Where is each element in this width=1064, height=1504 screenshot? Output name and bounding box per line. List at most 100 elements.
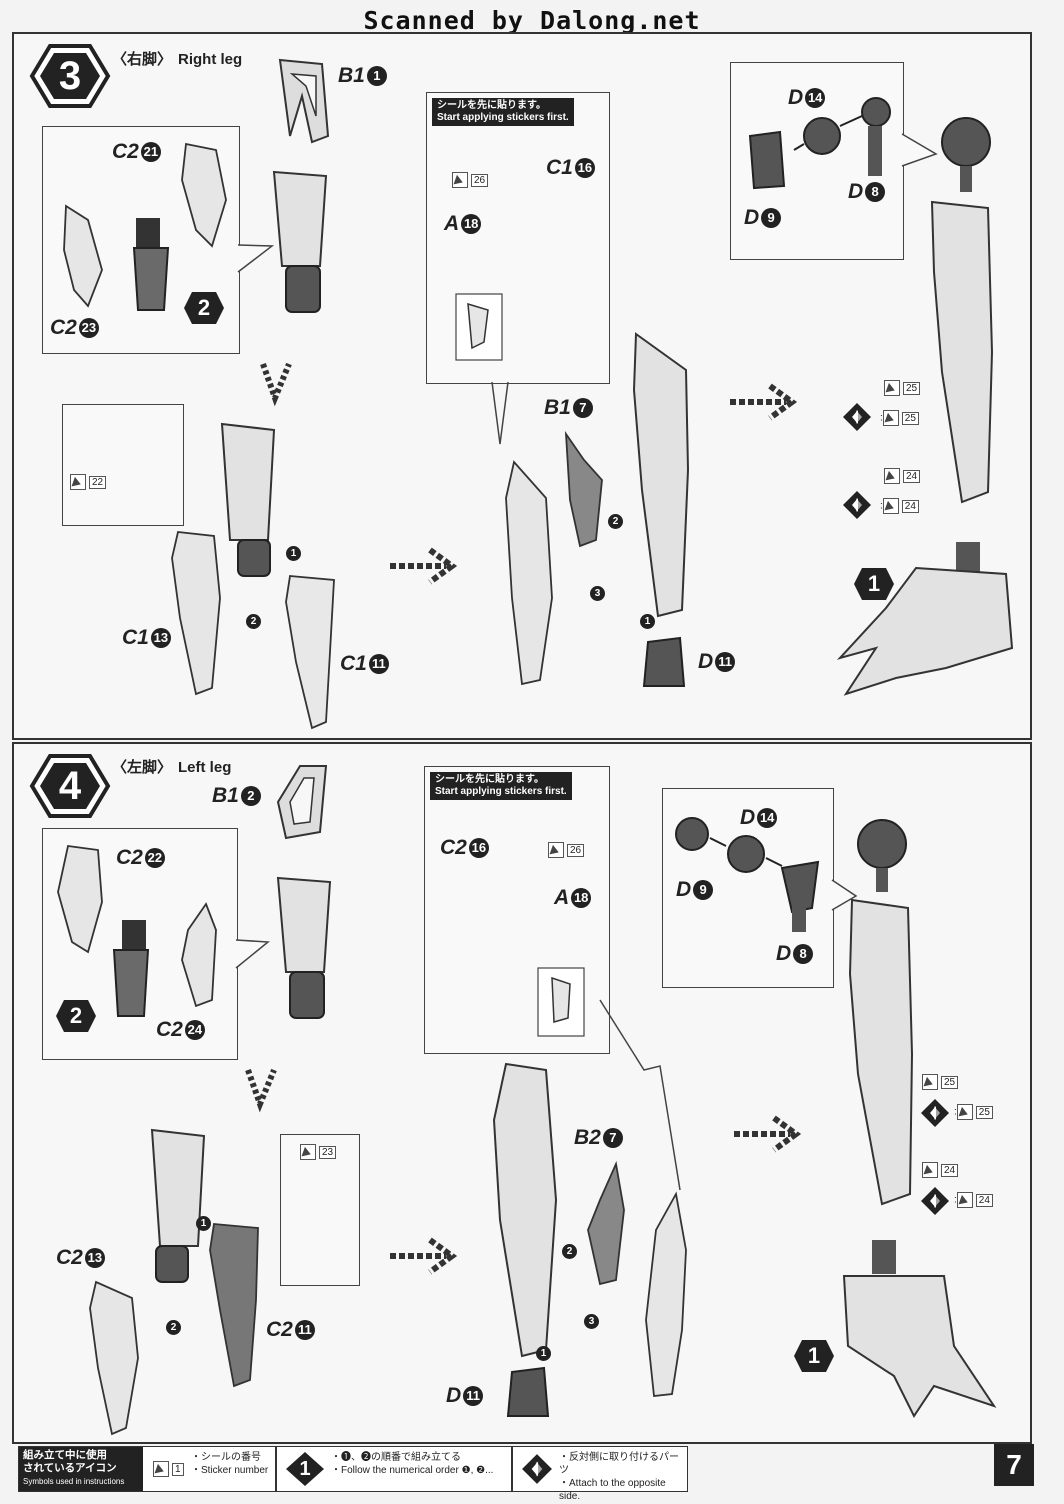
step-3-title-jp: 〈右脚〉 xyxy=(112,51,173,68)
part-shape-d-parts-l xyxy=(675,817,820,932)
part-shape-assembled-leg-l xyxy=(848,819,914,1206)
step-3-sticker-callout xyxy=(491,381,509,445)
step-3-opposite-icon-1 xyxy=(843,403,871,431)
sticker-note-jp: シールを先に貼ります。 xyxy=(435,774,544,785)
part-shape-outer-shin-l xyxy=(645,1191,687,1397)
step-3-sticker-26: 26 xyxy=(452,172,489,188)
step-3-sticker-22: 22 xyxy=(70,474,107,490)
legend-title-en: Symbols used in instructions xyxy=(23,1477,125,1486)
step-4-callout-2 xyxy=(831,879,858,911)
step-4-sticker-24b: :24 xyxy=(954,1192,993,1208)
part-shape-assembled-leg-r xyxy=(930,117,994,504)
part-shape-b1-1 xyxy=(278,58,330,144)
legend-order-icon xyxy=(286,1452,324,1486)
sticker-note-jp: シールを先に貼ります。 xyxy=(437,100,546,111)
part-shape-outer-shin-r xyxy=(505,460,553,686)
step-3-sticker-inset-22 xyxy=(62,404,184,526)
step-4-callout-1 xyxy=(235,939,270,969)
step-3-order-2a: 2 xyxy=(246,614,261,629)
sticker-note-en: Start applying stickers first. xyxy=(437,112,569,123)
step-3-sticker-24a: 24 xyxy=(884,468,921,484)
legend-opposite: ・反対側に取り付けるパーツ ・Attach to the opposite si… xyxy=(559,1452,679,1502)
step-3-order-3a: 3 xyxy=(590,586,605,601)
legend-order-example: 1 xyxy=(299,1458,311,1480)
step-4-ref-badge-2 xyxy=(56,1000,96,1032)
step-3-hex-badge xyxy=(29,44,111,108)
legend-sticker-example: 1 xyxy=(153,1461,184,1477)
part-shape-c1-13 xyxy=(171,531,221,696)
step-4-sticker-26: 26 xyxy=(548,842,585,858)
part-shape-frame-r xyxy=(132,218,170,311)
step-4-order-2a: 2 xyxy=(166,1320,181,1335)
part-shape-d11-l xyxy=(506,1366,550,1417)
step-3-flow-arrow-right-1 xyxy=(390,547,458,585)
step-3-number: 3 xyxy=(58,54,82,98)
step-3-ref-badge-2 xyxy=(184,292,224,324)
part-shape-c2-22 xyxy=(57,844,103,954)
step-3-callout-2 xyxy=(901,133,938,167)
step-4-order-1b: 1 xyxy=(536,1346,551,1361)
part-shape-foot-l xyxy=(842,1240,997,1418)
step-4-sticker-24a: 24 xyxy=(922,1162,959,1178)
step-4-flow-arrow-right-2 xyxy=(734,1115,802,1153)
step-3-ref-badge-2-num: 2 xyxy=(197,295,211,320)
legend-order: ・❶、❷の順番で組み立てる ・Follow the numerical orde… xyxy=(331,1452,494,1476)
step-4-title-jp: 〈左脚〉 xyxy=(112,759,173,776)
part-shape-foot-r xyxy=(836,542,1014,696)
step-4-ref-badge-1 xyxy=(794,1340,834,1372)
step-4-order-1a: 1 xyxy=(196,1216,211,1231)
part-shape-lower-leg-l xyxy=(150,1128,206,1283)
step-3-opposite-icon-2 xyxy=(843,491,871,519)
step-4-sticker-callout xyxy=(599,999,681,1191)
step-4-order-2b: 2 xyxy=(562,1244,577,1259)
legend-divider-2 xyxy=(511,1447,513,1491)
part-shape-c2-13 xyxy=(89,1280,139,1436)
step-4-title-en: Left leg xyxy=(178,759,232,776)
step-4-sticker-25b: :25 xyxy=(954,1104,993,1120)
step-4-flow-arrow-right-1 xyxy=(390,1237,458,1275)
step-4-ref-badge-1-num: 1 xyxy=(807,1343,821,1368)
part-shape-b1-7 xyxy=(564,430,603,548)
step-4-opposite-icon-2 xyxy=(921,1187,949,1215)
step-3-order-2b: 2 xyxy=(608,514,623,529)
step-3-callout-1 xyxy=(237,244,275,273)
part-shape-c2-24 xyxy=(181,902,217,1008)
part-shape-d-parts-r xyxy=(748,97,891,190)
part-shape-frame-l xyxy=(112,920,150,1017)
step-3-ref-badge-1-num: 1 xyxy=(867,571,881,596)
step-4-opposite-icon-1 xyxy=(921,1099,949,1127)
part-shape-c2-23 xyxy=(63,204,103,308)
step-3-sticker-24b: :24 xyxy=(880,498,919,514)
legend-divider-1 xyxy=(275,1447,277,1491)
part-shape-d11-r xyxy=(642,636,686,687)
step-3-title: 〈右脚〉 Right leg xyxy=(112,48,242,69)
legend-sticker-number: ・シールの番号 ・Sticker number xyxy=(191,1452,269,1476)
step-3-flow-arrow-right-2 xyxy=(730,383,798,421)
step-4-sticker-inset-23 xyxy=(280,1134,360,1286)
step-3-title-en: Right leg xyxy=(178,51,243,68)
part-shape-lower-leg-r xyxy=(220,422,276,577)
symbols-legend: 組み立て中に使用 されているアイコン Symbols used in instr… xyxy=(18,1446,688,1502)
step-3-sticker-25b: :25 xyxy=(880,410,919,426)
step-3-flow-arrow-down xyxy=(260,362,292,407)
